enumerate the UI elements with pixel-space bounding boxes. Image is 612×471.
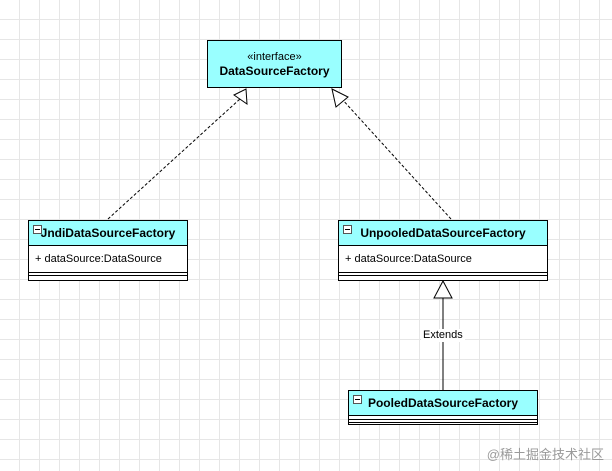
class-header: JndiDataSourceFactory — [29, 221, 187, 246]
interface-data-source-factory[interactable]: «interface» DataSourceFactory — [207, 40, 342, 88]
operations-compartment — [339, 273, 547, 276]
edge-label-extends: Extends — [421, 329, 465, 342]
class-header: UnpooledDataSourceFactory — [339, 221, 547, 246]
realization-edge-jndi — [107, 88, 248, 220]
class-pooled-data-source-factory[interactable]: PooledDataSourceFactory — [348, 390, 538, 425]
class-name: JndiDataSourceFactory — [40, 226, 176, 240]
operations-compartment — [29, 273, 187, 276]
attributes-compartment — [349, 416, 537, 420]
watermark: @稀土掘金技术社区 — [486, 447, 604, 462]
interface-stereotype: «interface» — [247, 50, 302, 63]
class-name: PooledDataSourceFactory — [367, 396, 519, 410]
operations-compartment — [349, 420, 537, 423]
collapse-icon[interactable] — [343, 225, 352, 234]
class-attribute: + dataSource:DataSource — [339, 246, 547, 273]
class-attribute: + dataSource:DataSource — [29, 246, 187, 273]
collapse-icon[interactable] — [353, 395, 362, 404]
class-header: PooledDataSourceFactory — [349, 391, 537, 416]
collapse-icon[interactable] — [33, 225, 42, 234]
class-name: UnpooledDataSourceFactory — [360, 226, 526, 240]
realization-edge-unpooled — [331, 88, 452, 220]
interface-name: DataSourceFactory — [219, 63, 330, 78]
class-unpooled-data-source-factory[interactable]: UnpooledDataSourceFactory + dataSource:D… — [338, 220, 548, 281]
generalization-edge-pooled — [433, 279, 453, 390]
class-jndi-data-source-factory[interactable]: JndiDataSourceFactory + dataSource:DataS… — [28, 220, 188, 281]
